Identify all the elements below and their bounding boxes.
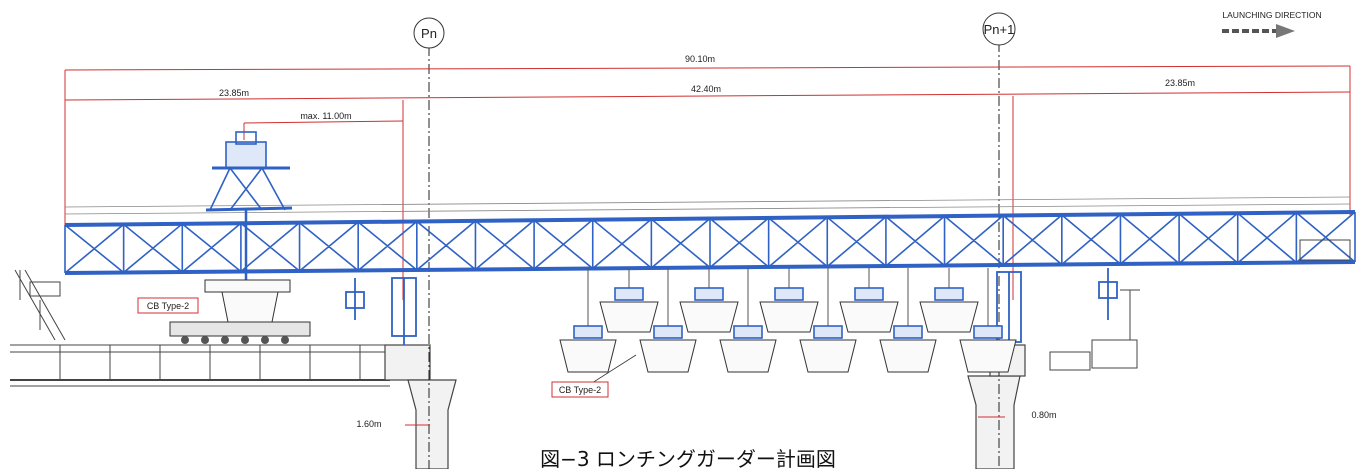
segment-6 <box>639 268 697 373</box>
dim-left-offset: 1.60m <box>356 419 381 429</box>
dimension-texts: 90.10m 23.85m 42.40m 23.85m max. 11.00m … <box>219 54 1195 429</box>
dim-right-cantilever: 23.85m <box>1165 78 1195 88</box>
pier-label-right: Pn+1 <box>982 12 1016 46</box>
segment-9 <box>879 268 937 373</box>
arrow-right-icon <box>1276 24 1295 38</box>
gantry-crane <box>205 131 293 285</box>
segment-5 <box>559 268 617 373</box>
pier-label-left: Pn <box>413 17 445 49</box>
svg-text:図−3 ロンチングガーダー計画図: 図−3 ロンチングガーダー計画図 <box>540 447 836 469</box>
cb-type-label-center: CB Type-2 <box>551 354 637 398</box>
segment-1 <box>679 268 739 333</box>
segment-3 <box>839 268 899 333</box>
hanging-segments <box>559 268 1017 373</box>
right-equipment <box>1049 239 1351 371</box>
svg-text:Pn: Pn <box>421 26 437 41</box>
segment-10 <box>959 268 1017 373</box>
dim-left-cantilever: 23.85m <box>219 88 249 98</box>
lifted-segment-left <box>169 279 311 337</box>
svg-text:LAUNCHING DIRECTION: LAUNCHING DIRECTION <box>1222 10 1321 20</box>
dim-max-reach: max. 11.00m <box>300 111 351 121</box>
top-railing <box>64 196 1351 215</box>
cb-type-label-left: CB Type-2 <box>137 297 199 314</box>
segment-7 <box>719 268 777 373</box>
svg-text:Pn+1: Pn+1 <box>984 22 1015 37</box>
pier-left <box>384 344 457 469</box>
svg-text:CB Type-2: CB Type-2 <box>559 385 601 395</box>
segment-2 <box>759 268 819 333</box>
svg-text:CB Type-2: CB Type-2 <box>147 301 189 311</box>
main-truss <box>64 210 1356 275</box>
dim-right-offset: 0.80m <box>1031 410 1056 420</box>
segment-0 <box>599 268 659 333</box>
wheels-left <box>181 336 289 344</box>
segment-4 <box>919 268 979 333</box>
segment-8 <box>799 268 857 373</box>
figure-caption: 図−3 ロンチングガーダー計画図 <box>452 446 922 469</box>
launching-direction: LAUNCHING DIRECTION <box>1222 10 1322 38</box>
pier-centerlines <box>428 42 1000 469</box>
dim-overall: 90.10m <box>685 54 715 64</box>
left-walkway <box>10 269 390 387</box>
dim-middle-span: 42.40m <box>691 84 721 94</box>
